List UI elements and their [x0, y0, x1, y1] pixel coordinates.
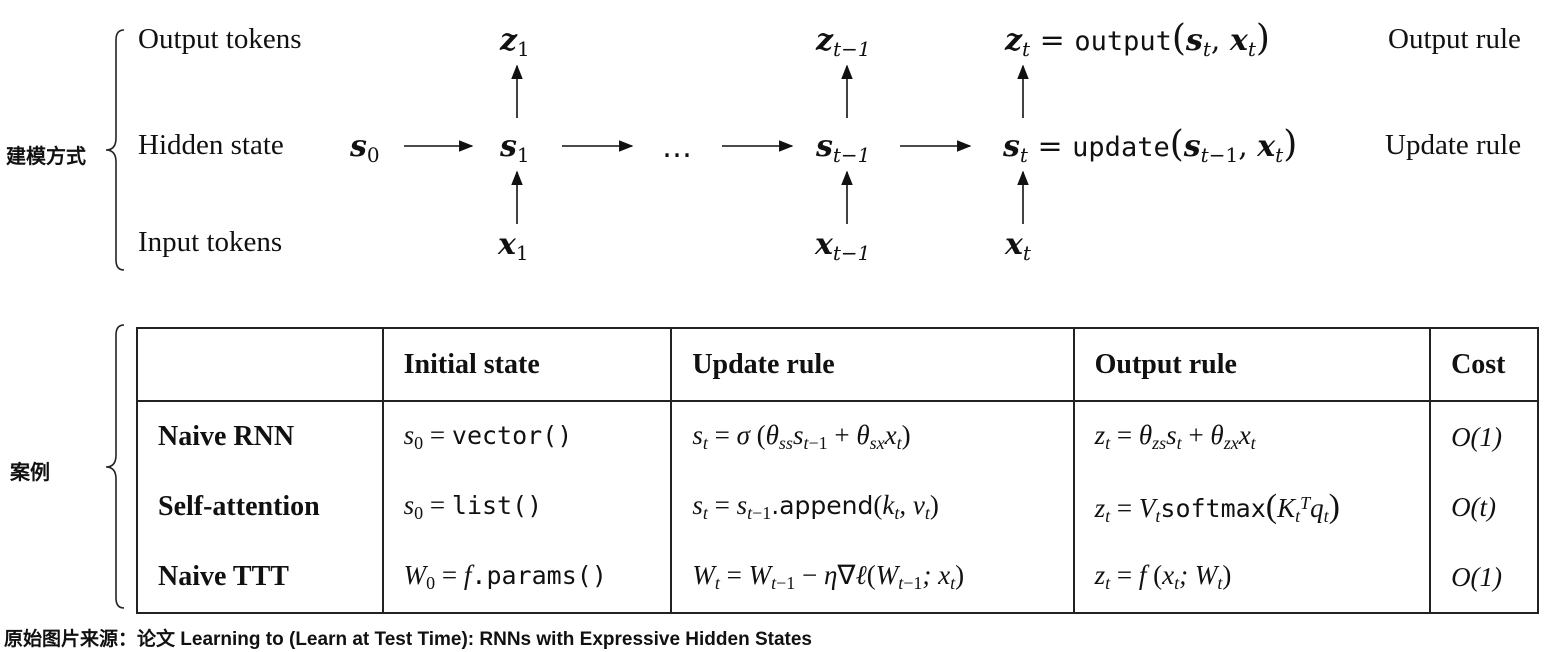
cell-output-rule: zt = Vtsoftmax(KtTqt) — [1072, 472, 1432, 542]
node-z1: z1 — [500, 23, 530, 62]
header-empty — [136, 328, 384, 402]
table-header-row: Initial state Update rule Output rule Co… — [136, 328, 1539, 402]
side-label-cases: 案例 — [10, 462, 50, 484]
rule-label-output: Output rule — [1388, 23, 1521, 55]
output-function: output — [1074, 26, 1172, 57]
brace-bottom — [105, 324, 125, 609]
row-name-self-attention: Self-attention — [136, 472, 384, 542]
header-update-rule: Update rule — [670, 328, 1075, 402]
node-x1: x1 — [498, 227, 529, 266]
cases-table: Initial state Update rule Output rule Co… — [136, 327, 1539, 614]
header-cost: Cost — [1429, 328, 1539, 402]
cell-initial-state: s0 = vector() — [381, 401, 673, 472]
cell-cost: O(t) — [1429, 472, 1539, 542]
node-zt-minus-1: zt−1 — [816, 23, 871, 62]
cell-update-rule: st = st−1.append(kt, vt) — [670, 472, 1075, 542]
table-row: Naive TTT W0 = f.params() Wt = Wt−1 − η∇… — [136, 542, 1539, 613]
cell-update-rule: st = σ (θssst−1 + θsxxt) — [670, 401, 1075, 472]
table-row: Self-attention s0 = list() st = st−1.app… — [136, 472, 1539, 542]
table-row: Naive RNN s0 = vector() st = σ (θssst−1 … — [136, 401, 1539, 472]
rule-label-update: Update rule — [1385, 129, 1522, 161]
update-function: update — [1072, 132, 1170, 163]
cell-output-rule: zt = f (xt; Wt) — [1072, 542, 1432, 613]
cell-cost: O(1) — [1429, 542, 1539, 613]
row-name-naive-rnn: Naive RNN — [136, 401, 384, 472]
equation-update: st = update(st−1, xt) — [1003, 124, 1298, 168]
cell-initial-state: s0 = list() — [381, 472, 673, 542]
node-s0: s0 — [350, 129, 380, 168]
source-caption: 原始图片来源：论文 Learning to (Learn at Test Tim… — [4, 629, 812, 650]
cell-initial-state: W0 = f.params() — [381, 542, 673, 613]
row-label-hidden: Hidden state — [138, 129, 284, 161]
node-s1: s1 — [500, 129, 530, 168]
side-label-modeling: 建模方式 — [6, 146, 86, 168]
row-label-output: Output tokens — [138, 23, 302, 55]
row-label-input: Input tokens — [138, 226, 283, 258]
header-output-rule: Output rule — [1072, 328, 1432, 402]
cell-output-rule: zt = θzsst + θzxxt — [1072, 401, 1432, 472]
brace-top — [105, 29, 125, 271]
node-xt: xt — [1005, 227, 1031, 266]
cell-update-rule: Wt = Wt−1 − η∇ℓ(Wt−1; xt) — [670, 542, 1075, 613]
ellipsis: … — [662, 130, 692, 165]
equation-output: zt = output(st, xt) — [1005, 18, 1270, 62]
node-st-minus-1: st−1 — [816, 129, 871, 168]
header-initial-state: Initial state — [381, 328, 673, 402]
cell-cost: O(1) — [1429, 401, 1539, 472]
node-xt-minus-1: xt−1 — [815, 227, 871, 266]
row-name-naive-ttt: Naive TTT — [136, 542, 384, 613]
